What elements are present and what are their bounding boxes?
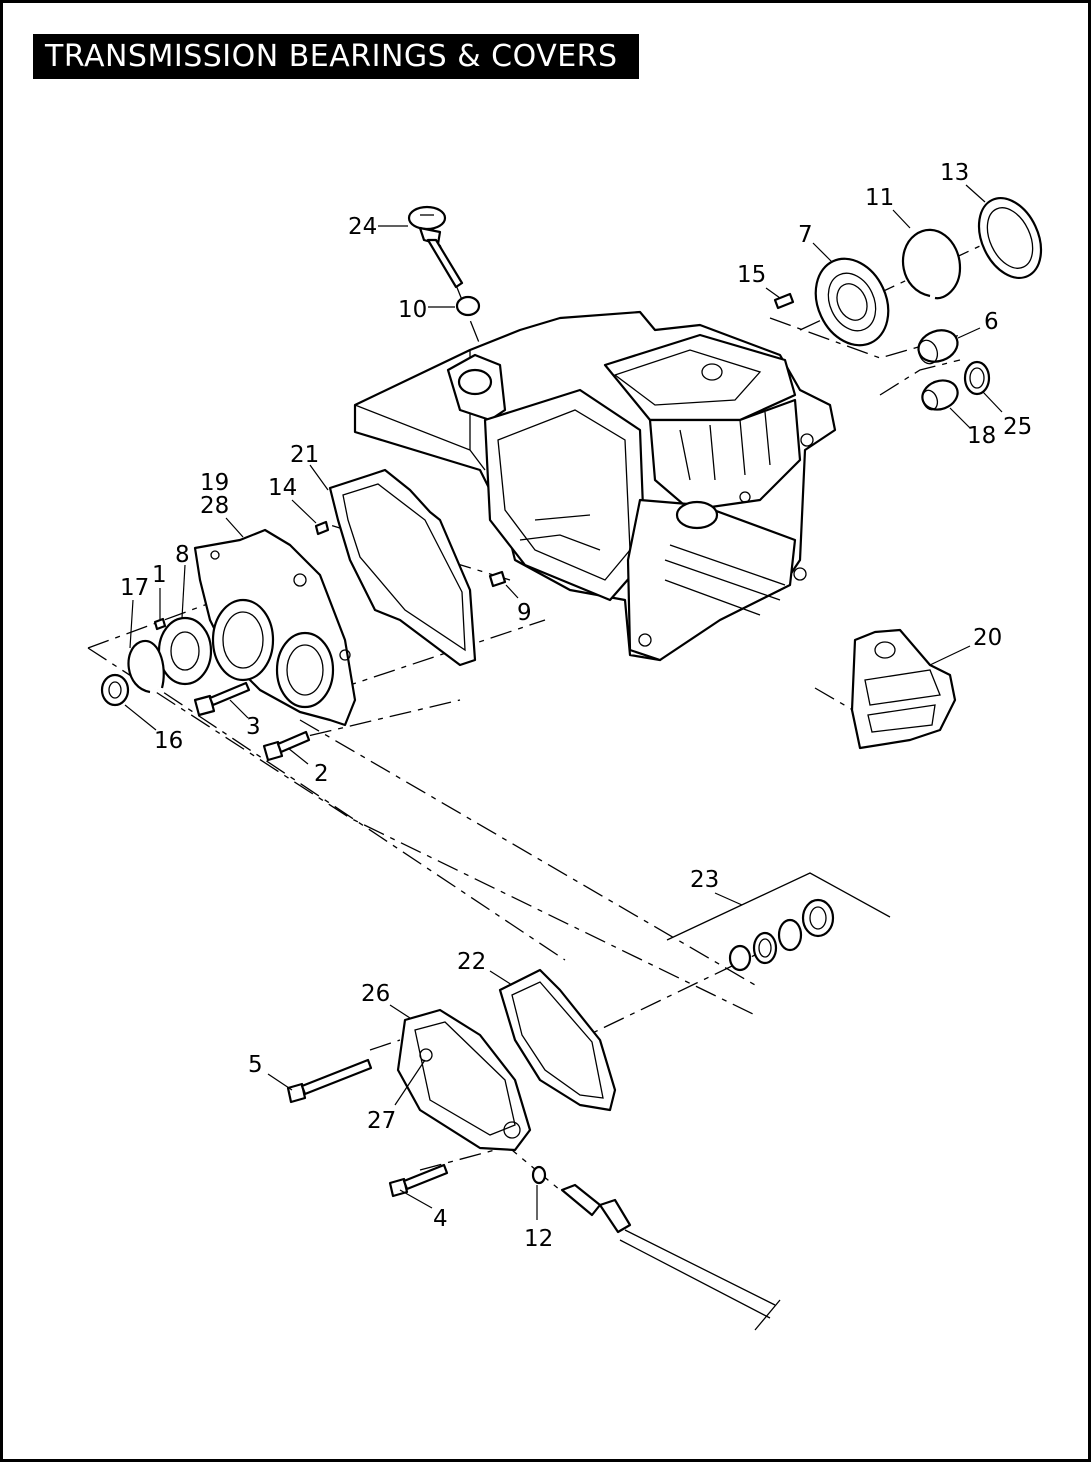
callout-15: 15 [737,262,766,288]
transmission-case [353,310,837,662]
callout-12: 12 [524,1226,553,1252]
part-12-o-ring [531,1165,547,1185]
callout-25: 25 [1003,414,1032,440]
part-22-gasket [498,968,617,1112]
callout-22: 22 [457,949,486,975]
callout-18: 18 [967,423,996,449]
part-18-bushing [921,379,959,411]
part-7-bearing [814,257,890,347]
callout-27: 27 [367,1108,396,1134]
callout-9: 9 [517,600,532,626]
part-14-dowel [314,520,330,536]
part-9-dowel [488,570,507,588]
callout-7: 7 [798,222,813,248]
part-15-pin [773,292,795,310]
callout-24: 24 [348,214,377,240]
page-title: TRANSMISSION BEARINGS & COVERS [33,34,639,79]
part-8-bearing [157,616,213,686]
callout-13: 13 [940,160,969,186]
neutral-switch-cable [560,1183,781,1331]
callout-20: 20 [973,625,1002,651]
callout-16: 16 [154,728,183,754]
callout-3: 3 [246,714,261,740]
callout-5: 5 [248,1052,263,1078]
leader-lines [124,184,1003,1220]
callout-17: 17 [120,575,149,601]
part-4-bolt [388,1163,449,1198]
callout-4: 4 [433,1206,448,1232]
part-25-seal [963,360,991,396]
part-1-pin [153,617,167,631]
callout-21: 21 [290,442,319,468]
callout-1: 1 [152,562,167,588]
part-19-28-bearing-housing [193,528,357,727]
part-10-o-ring [455,295,481,317]
part-20-gasket [850,628,957,750]
part-23-seal-kit [666,872,891,972]
callout-6: 6 [984,309,999,335]
part-17-retaining-ring [127,639,165,694]
callout-28: 28 [200,493,229,519]
part-16-nut [100,673,130,707]
callout-10: 10 [398,297,427,323]
part-21-gasket [328,468,477,667]
callout-11: 11 [865,185,894,211]
part-2-bolt [262,730,311,762]
callout-19: 19 [200,470,229,496]
part-24-dipstick [407,205,464,289]
callout-14: 14 [268,475,297,501]
callout-26: 26 [361,981,390,1007]
callout-2: 2 [314,761,329,787]
part-26-side-cover [396,1008,532,1152]
callout-23: 23 [690,867,719,893]
part-5-bolt [286,1058,373,1104]
part-6-needle-bearing [917,329,959,365]
part-11-retaining-ring [901,228,962,300]
part-13-oil-seal [977,197,1043,279]
part-3-bolt [193,681,251,717]
callout-labels: 24 10 15 7 11 13 6 18 25 21 14 19 28 8 1… [120,160,1032,1252]
callout-8: 8 [175,542,190,568]
